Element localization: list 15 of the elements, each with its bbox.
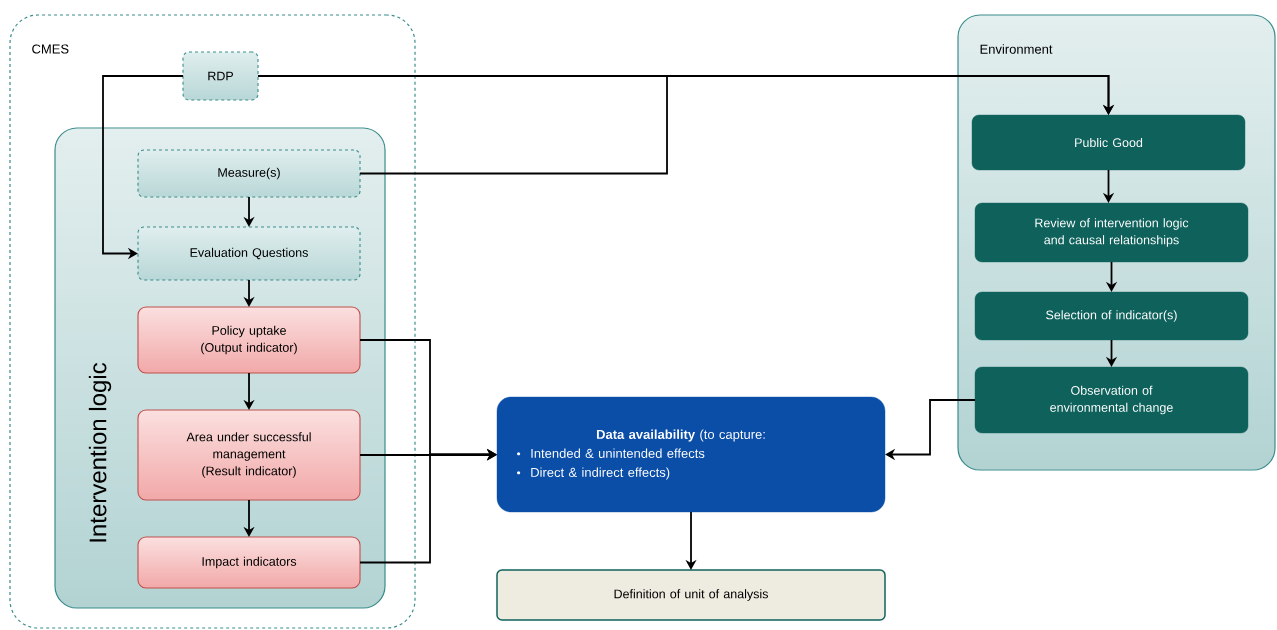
arrow [885, 399, 976, 461]
indicator-box: Policy uptake (Output indicator) [137, 306, 361, 374]
process-box: Review of intervention logic and causal relationships [974, 202, 1249, 263]
process-box: Measure(s) [137, 149, 361, 198]
indicator-box: Area under successful management (Result indicator) [137, 409, 361, 501]
process-box: Selection of indicator(s) [974, 291, 1249, 341]
process-box: Public Good [971, 114, 1246, 171]
process-box: RDP [182, 51, 259, 101]
data-box: Data availability (to capture: Intended & unintended effects Direct & indirect effects) [496, 396, 886, 513]
indicator-box: Impact indicators [137, 536, 361, 589]
process-box: Observation of environmental change [974, 366, 1249, 434]
result-box: Definition of unit of analysis [496, 569, 886, 621]
arrow [359, 448, 497, 564]
arrow [359, 75, 1115, 175]
process-box: Evaluation Questions [137, 226, 361, 281]
